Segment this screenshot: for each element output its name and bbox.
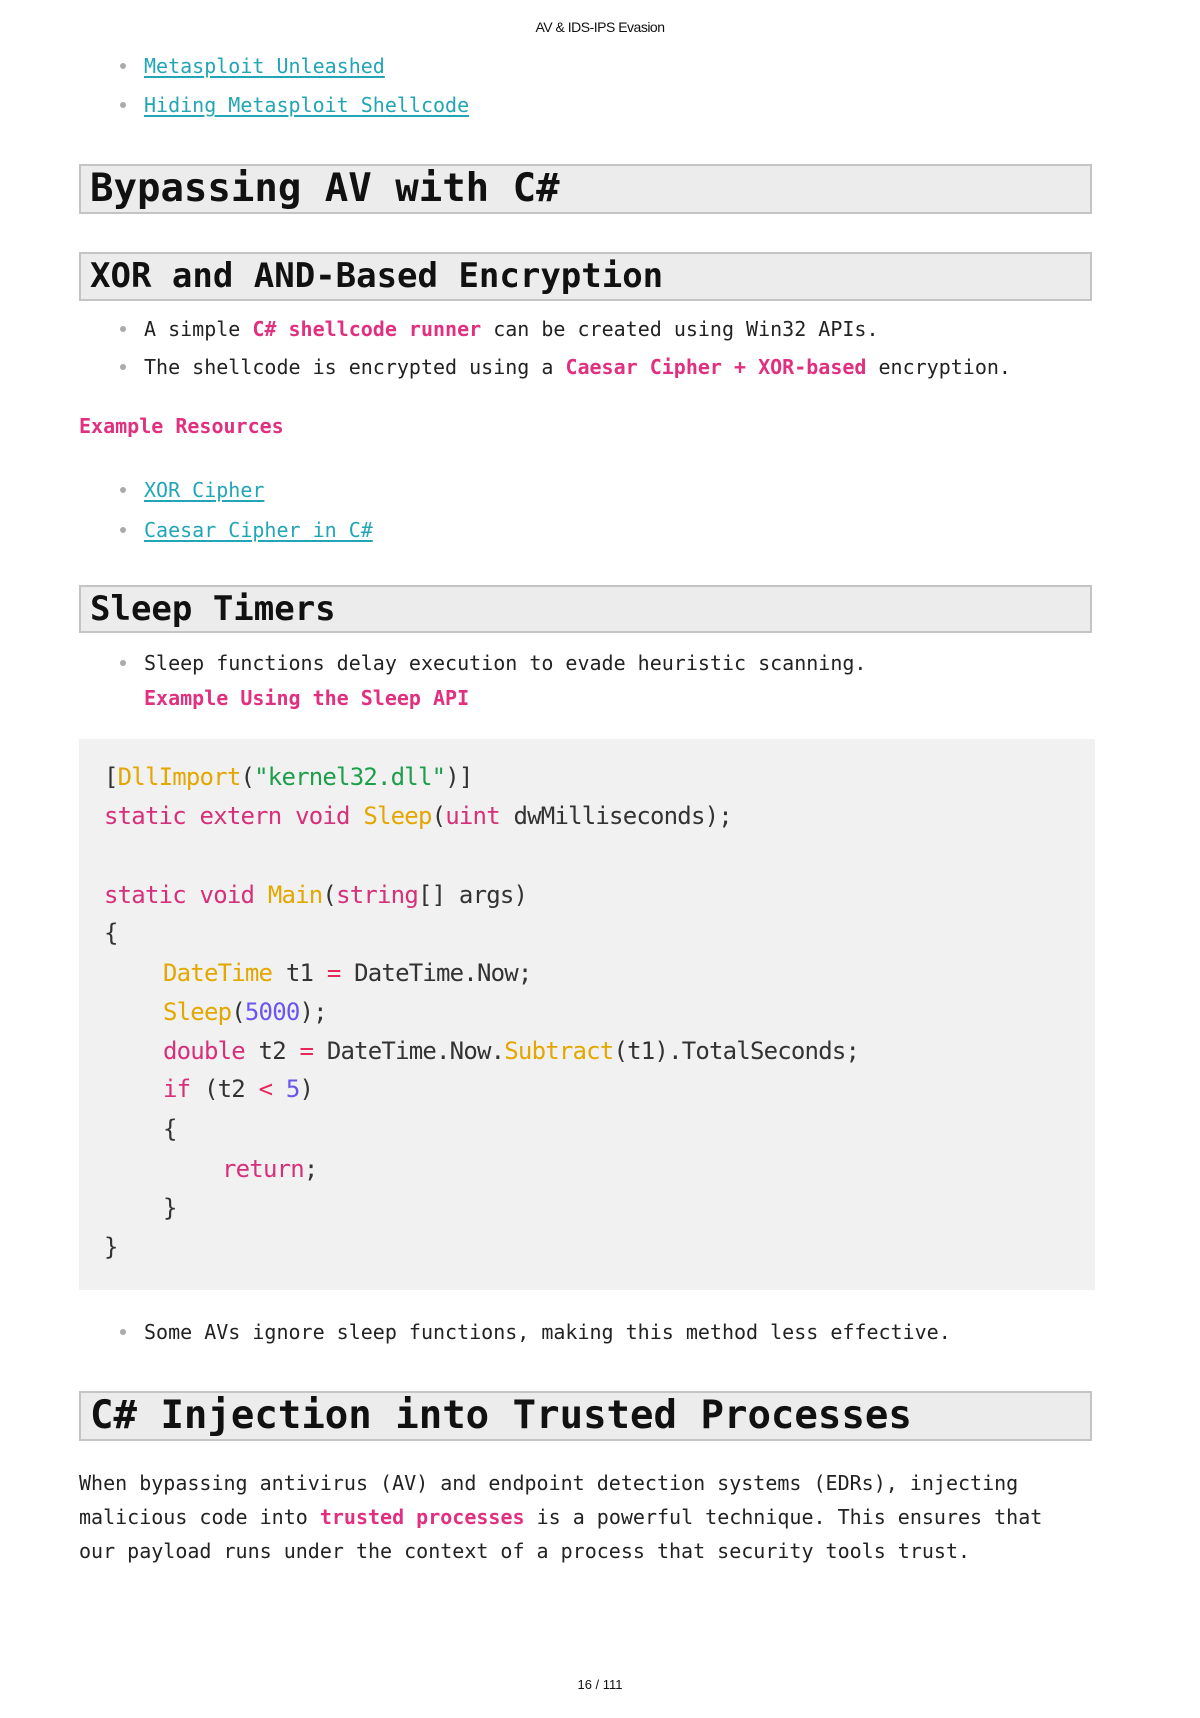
heading-bypassing-av: Bypassing AV with C#: [79, 164, 1092, 214]
list-item: A simple C# shellcode runner can be crea…: [120, 316, 879, 342]
code-line: DateTime t1 = DateTime.Now;: [163, 959, 532, 987]
code-line: Sleep(5000);: [163, 998, 328, 1026]
highlight: C# shellcode runner: [252, 317, 482, 341]
code-line: double t2 = DateTime.Now.Subtract(t1).To…: [163, 1037, 860, 1065]
text: can be created using Win32 APIs.: [481, 317, 879, 341]
paragraph-line: When bypassing antivirus (AV) and endpoi…: [79, 1471, 1019, 1495]
heading-csharp-injection: C# Injection into Trusted Processes: [79, 1391, 1092, 1441]
text: A simple: [144, 317, 253, 341]
code-line: {: [163, 1115, 177, 1143]
text: Sleep functions delay execution to evade…: [144, 651, 867, 675]
heading-xor-encryption: XOR and AND-Based Encryption: [79, 252, 1092, 301]
paragraph-line: malicious code into trusted processes is…: [79, 1505, 1043, 1529]
link-hiding-metasploit-shellcode[interactable]: Hiding Metasploit Shellcode: [144, 93, 470, 117]
code-line: static extern void Sleep(uint dwMillisec…: [104, 802, 733, 830]
list-item: Metasploit Unleashed: [120, 53, 385, 79]
list-item: Sleep functions delay execution to evade…: [119, 650, 867, 676]
code-line: if (t2 < 5): [163, 1075, 314, 1103]
example-resources-heading: Example Resources: [79, 414, 284, 438]
list-item: Hiding Metasploit Shellcode: [119, 92, 470, 118]
link-xor-cipher[interactable]: XOR Cipher: [144, 478, 265, 502]
list-item: The shellcode is encrypted using a Caesa…: [120, 354, 1011, 380]
list-item: Caesar Cipher in C#: [120, 517, 373, 543]
highlight: Caesar Cipher + XOR-based: [565, 355, 867, 379]
heading-sleep-timers: Sleep Timers: [79, 585, 1092, 633]
text: The shellcode is encrypted using a: [144, 355, 566, 379]
page-header: AV & IDS-IPS Evasion: [535, 19, 665, 35]
text: encryption.: [866, 355, 1011, 379]
paragraph-line: our payload runs under the context of a …: [79, 1539, 971, 1563]
code-line: }: [104, 1233, 118, 1261]
code-block: [DllImport("kernel32.dll")] static exter…: [79, 739, 1095, 1290]
code-line: {: [104, 919, 118, 947]
link-caesar-cipher[interactable]: Caesar Cipher in C#: [144, 518, 373, 542]
sleep-example-heading: Example Using the Sleep API: [144, 686, 470, 710]
link-metasploit-unleashed[interactable]: Metasploit Unleashed: [144, 54, 385, 78]
text: Some AVs ignore sleep functions, making …: [144, 1320, 951, 1344]
code-line: static void Main(string[] args): [104, 881, 528, 909]
list-item: XOR Cipher: [119, 477, 265, 503]
page-number: 16 / 111: [577, 1677, 623, 1692]
code-line: [DllImport("kernel32.dll")]: [104, 763, 473, 791]
code-line: return;: [222, 1155, 318, 1183]
list-item: Some AVs ignore sleep functions, making …: [120, 1319, 951, 1345]
code-line: }: [163, 1194, 177, 1222]
